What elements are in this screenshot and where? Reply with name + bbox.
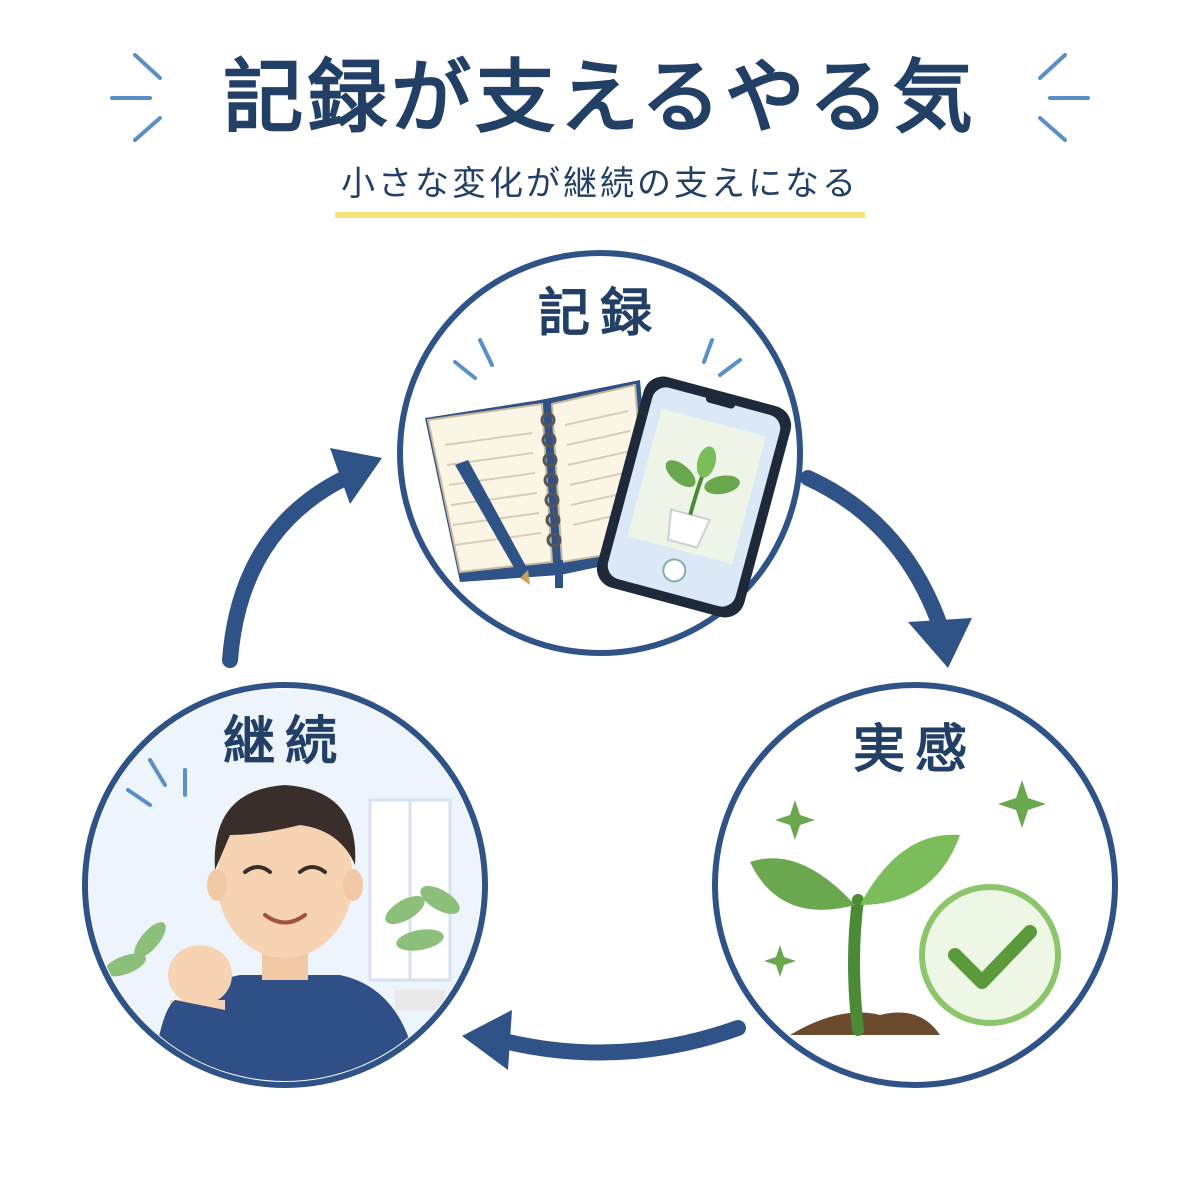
page-subtitle: 小さな変化が継続の支えになる: [335, 160, 865, 218]
continue-label: 継続: [222, 712, 347, 772]
title-accent-lines-left: [110, 53, 162, 142]
subtitle-container: 小さな変化が継続の支えになる: [0, 160, 1200, 218]
record-sparkle-lines: [453, 338, 742, 380]
arrow-head-feeling-to-continue: [462, 1010, 512, 1070]
arrow-head-record-to-feeling: [908, 618, 972, 668]
smiling-person-icon: [89, 690, 481, 1081]
sparkle-icons: [764, 780, 1046, 977]
person-sparkle-lines: [126, 758, 187, 807]
plant-icon: [104, 886, 460, 977]
arrow-feeling-to-continue: [492, 1020, 746, 1061]
arrow-record-to-feeling: [800, 470, 946, 628]
feeling-label: 実感: [852, 720, 977, 780]
arrow-continue-to-record: [222, 470, 353, 668]
arrow-head-continue-to-record: [330, 448, 382, 504]
record-label: 記録: [537, 284, 662, 344]
title-accent-lines-right: [1038, 53, 1090, 142]
sprout-with-check-icon: [750, 780, 1061, 1036]
notebook-and-phone-icon: [425, 338, 792, 618]
page-title: 記録が支えるやる気: [223, 51, 977, 144]
